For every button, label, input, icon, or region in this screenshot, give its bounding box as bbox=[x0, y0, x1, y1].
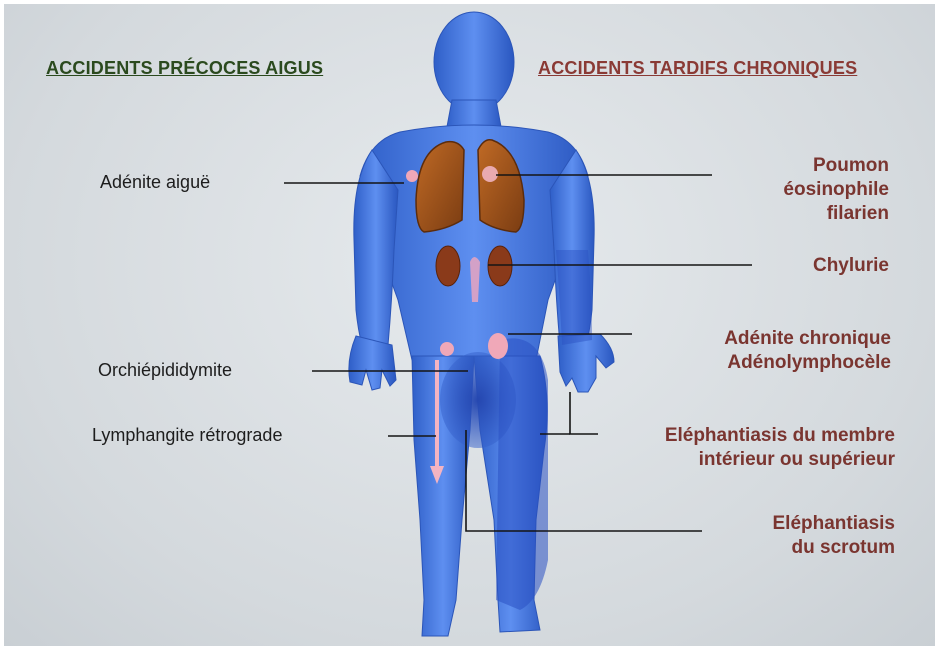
leader-elephantiasis-membre bbox=[570, 392, 598, 434]
label-adenite-chronique-line1: Adénite chronique bbox=[724, 327, 891, 351]
header-early: ACCIDENTS PRÉCOCES AIGUS bbox=[46, 58, 323, 79]
label-adenite-chronique: Adénite chronique Adénolymphocèle bbox=[724, 327, 891, 375]
left-hand bbox=[349, 336, 396, 390]
label-adenite-chronique-line2: Adénolymphocèle bbox=[724, 351, 891, 375]
header-late: ACCIDENTS TARDIFS CHRONIQUES bbox=[538, 58, 857, 79]
label-elephantiasis-scrotum-line1: Eléphantiasis bbox=[773, 512, 896, 536]
label-lymphangite: Lymphangite rétrograde bbox=[92, 425, 282, 446]
eosinophil-lung-lesion bbox=[482, 166, 498, 182]
label-poumon-line3: filarien bbox=[783, 202, 889, 226]
inguinal-node-lesion bbox=[488, 333, 508, 359]
head bbox=[434, 12, 514, 112]
label-chylurie-line1: Chylurie bbox=[813, 254, 889, 278]
label-elephantiasis-membre-line2: intérieur ou supérieur bbox=[665, 448, 895, 472]
label-chylurie: Chylurie bbox=[813, 254, 889, 278]
testis-lesion bbox=[440, 342, 454, 356]
label-elephantiasis-membre: Eléphantiasis du membre intérieur ou sup… bbox=[665, 424, 895, 472]
label-poumon-line2: éosinophile bbox=[783, 178, 889, 202]
label-orchiepididymite: Orchiépididymite bbox=[98, 360, 232, 381]
label-poumon: Poumon éosinophile filarien bbox=[783, 154, 889, 226]
right-kidney bbox=[488, 246, 512, 286]
left-arm bbox=[354, 150, 398, 345]
label-elephantiasis-membre-line1: Eléphantiasis du membre bbox=[665, 424, 895, 448]
swollen-limb bbox=[496, 338, 548, 610]
axillary-node-lesion bbox=[406, 170, 418, 182]
label-poumon-line1: Poumon bbox=[783, 154, 889, 178]
label-elephantiasis-scrotum: Eléphantiasis du scrotum bbox=[773, 512, 896, 560]
label-adenite-aigue: Adénite aiguë bbox=[100, 172, 210, 193]
label-elephantiasis-scrotum-line2: du scrotum bbox=[773, 536, 896, 560]
left-kidney bbox=[436, 246, 460, 286]
